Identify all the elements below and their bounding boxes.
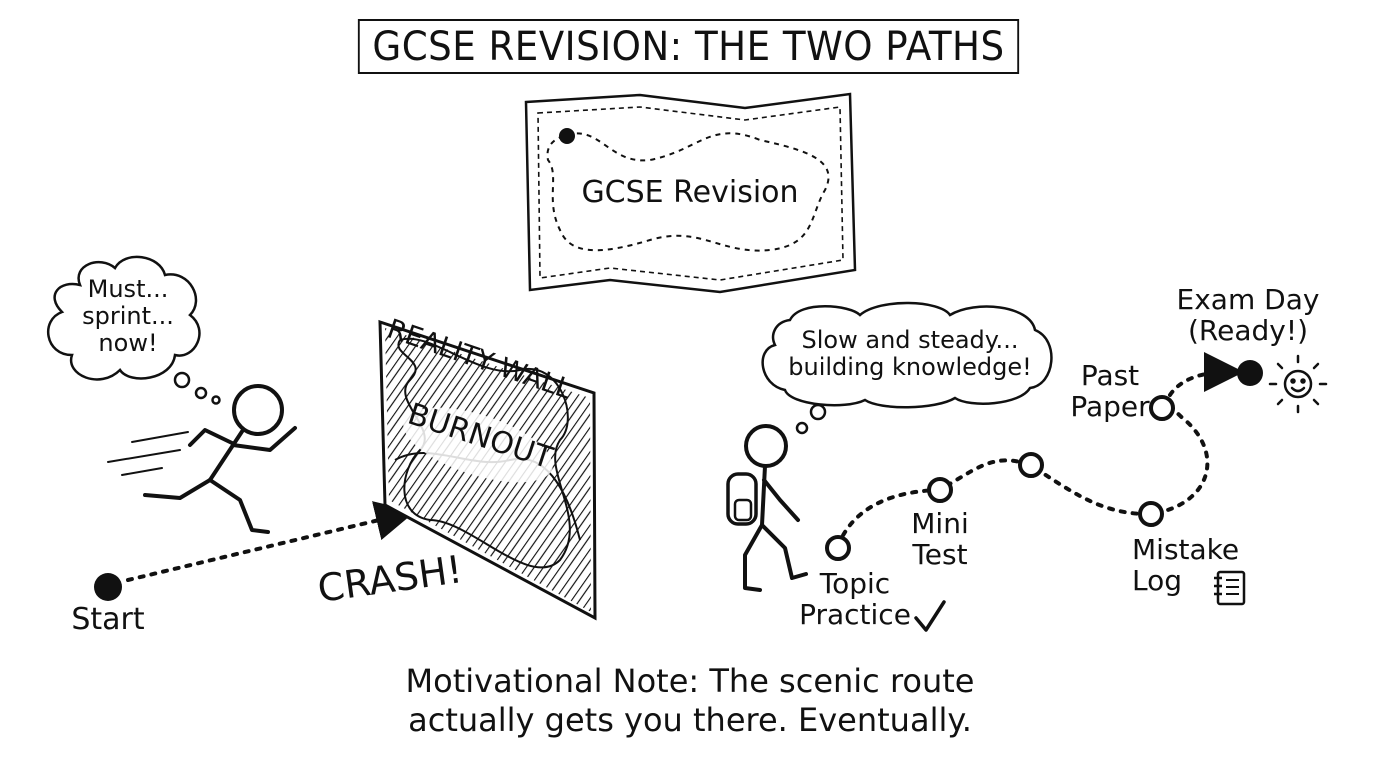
final-dotted-arrow bbox=[1168, 352, 1244, 397]
treasure-map bbox=[524, 92, 857, 294]
milestone-label-exam-day: Exam Day (Ready!) bbox=[1176, 283, 1320, 348]
milestone-label-mini-test: Mini Test bbox=[911, 507, 969, 572]
winding-dotted-path bbox=[836, 400, 1210, 548]
milestone-mini-test bbox=[927, 477, 953, 503]
dotted-crash-arrow bbox=[126, 501, 416, 582]
check-icon bbox=[914, 600, 946, 632]
walking-stick-figure-with-backpack bbox=[726, 424, 808, 592]
start-label: Start bbox=[71, 602, 145, 637]
milestone-past-paper bbox=[1149, 395, 1175, 421]
milestone-mistake-log bbox=[1138, 501, 1164, 527]
notebook-icon bbox=[1214, 570, 1246, 606]
walker-thought-bubble bbox=[761, 301, 1053, 435]
smiling-sun-icon bbox=[1268, 354, 1328, 414]
sprinter-thought-text: Must... sprint... now! bbox=[82, 275, 174, 357]
motivational-note: Motivational Note: The scenic route actu… bbox=[405, 662, 975, 740]
sprinter-thought-bubble bbox=[46, 255, 221, 405]
milestone-unlabeled bbox=[1018, 452, 1044, 478]
milestone-label-mistake-log: Mistake Log bbox=[1132, 533, 1240, 598]
reality-wall bbox=[378, 319, 597, 621]
start-marker bbox=[94, 573, 122, 601]
milestone-exam-day bbox=[1237, 360, 1263, 386]
milestone-label-past-paper: Past Paper bbox=[1070, 359, 1150, 424]
milestone-topic-practice bbox=[825, 535, 851, 561]
page-title: GCSE REVISION: THE TWO PATHS bbox=[357, 19, 1020, 74]
map-start-dot bbox=[559, 128, 575, 144]
running-stick-figure bbox=[107, 384, 297, 534]
map-label: GCSE Revision bbox=[581, 175, 799, 210]
milestone-label-topic-practice: Topic Practice bbox=[799, 567, 911, 632]
walker-thought-text: Slow and steady... building knowledge! bbox=[788, 326, 1032, 381]
